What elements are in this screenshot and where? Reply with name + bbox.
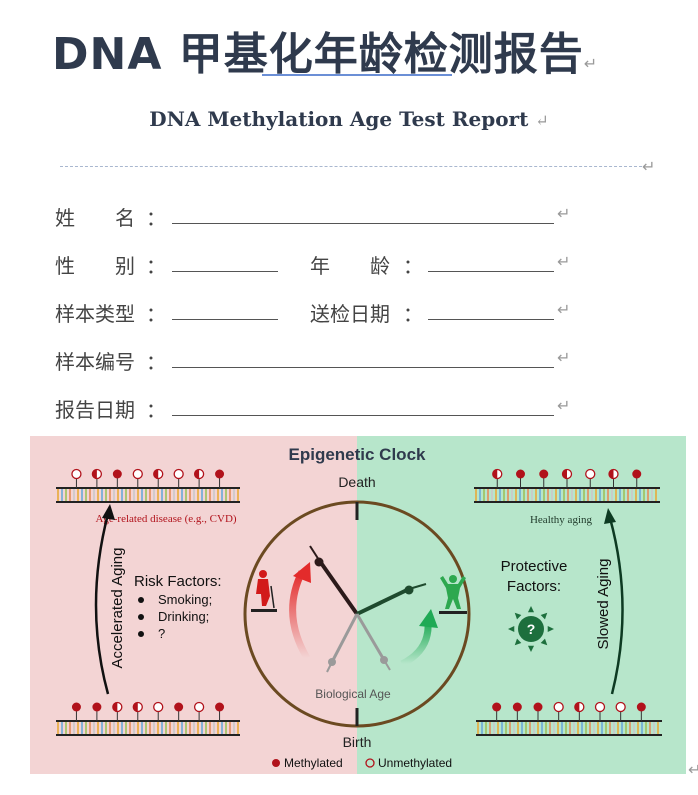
clock-hand-slowed-knob <box>404 585 414 595</box>
accelerated-arrowhead <box>293 562 311 583</box>
colon: ： <box>403 254 423 278</box>
healthy-aging-label: Healthy aging <box>530 514 593 526</box>
accelerated-aging-arrow <box>94 513 110 695</box>
unmethylated-legend-icon <box>365 758 375 768</box>
age-related-disease-label: Age-related disease (e.g., CVD) <box>95 513 236 525</box>
sample-no-label: 样本编号 <box>55 350 135 374</box>
colon: ： <box>403 302 423 326</box>
clock-hand-accelerated-knob <box>314 557 324 567</box>
submit-date-field[interactable] <box>428 319 554 320</box>
clock-hand-past-left <box>330 613 359 663</box>
report-date-label: 报告日期 <box>55 398 135 422</box>
paragraph-mark: ↵ <box>557 252 571 271</box>
paragraph-mark: ↵ <box>557 204 571 223</box>
dashed-divider <box>60 166 642 167</box>
dna-strand-young-left <box>56 701 240 736</box>
birth-label: Birth <box>343 734 372 750</box>
report-title-text: DNA 甲基化年龄检测报告 <box>52 29 584 80</box>
slowed-aging-arrow <box>608 517 624 695</box>
age-field[interactable] <box>428 271 554 272</box>
protective-factors-title-2: Factors: <box>507 578 561 595</box>
age-label: 年 龄 <box>310 254 390 278</box>
elderly-person-icon <box>251 570 277 612</box>
report-date-field[interactable] <box>172 415 554 416</box>
name-label: 姓 名 <box>55 206 135 230</box>
clock-hand-accelerated <box>317 558 359 616</box>
risk-item-drinking: Drinking; <box>158 609 209 624</box>
death-label: Death <box>338 474 375 490</box>
colon: ： <box>146 350 166 374</box>
gender-field[interactable] <box>172 271 278 272</box>
accelerated-rotation-arrow <box>289 570 311 660</box>
accelerated-aging-label: Accelerated Aging <box>109 548 126 669</box>
gender-label: 性 别 <box>55 254 135 278</box>
healthy-person-icon <box>439 575 467 614</box>
sample-type-label: 样本类型 <box>55 302 135 326</box>
clock-hand-past-left-tip <box>326 661 333 673</box>
report-subtitle-text: DNA Methylation Age Test Report <box>149 107 529 131</box>
protective-sun-icon <box>508 606 554 652</box>
risk-factors-title: Risk Factors: <box>134 573 222 590</box>
methylated-legend-label: Methylated <box>284 756 343 770</box>
clock-hand-past-right-tip <box>383 659 391 671</box>
paragraph-mark: ↵ <box>535 111 549 130</box>
protective-factors-title-1: Protective <box>501 558 568 575</box>
sample-no-field[interactable] <box>172 367 554 368</box>
sample-type-field[interactable] <box>172 319 278 320</box>
colon: ： <box>146 302 166 326</box>
dna-strand-aged <box>56 468 240 503</box>
dna-strand-healthy <box>474 468 660 503</box>
risk-item-unknown: ? <box>158 626 165 641</box>
clock: Death Birth Biological Age <box>243 474 471 750</box>
accelerated-aging-arrowhead <box>102 504 115 520</box>
biological-age-label: Biological Age <box>315 687 391 701</box>
bullet <box>138 597 144 603</box>
name-field[interactable] <box>172 223 554 224</box>
spellcheck-underline <box>262 74 452 76</box>
report-title: DNA 甲基化年龄检测报告↵ <box>52 18 598 82</box>
paragraph-mark: ↵ <box>688 760 698 779</box>
risk-item-smoking: Smoking; <box>158 592 212 607</box>
figure-title: Epigenetic Clock <box>289 445 427 464</box>
bullet <box>138 631 144 637</box>
paragraph-mark: ↵ <box>557 396 571 415</box>
submit-date-label: 送检日期 <box>310 302 390 326</box>
paragraph-mark: ↵ <box>557 300 571 319</box>
colon: ： <box>146 254 166 278</box>
epigenetic-clock-figure: Epigenetic Clock Death Birth Biological … <box>30 436 686 774</box>
report-subtitle: DNA Methylation Age Test Report ↵ <box>0 107 698 131</box>
clock-hand-past-right <box>355 613 386 661</box>
paragraph-mark: ↵ <box>583 54 599 73</box>
colon: ： <box>146 206 166 230</box>
paragraph-mark: ↵ <box>642 157 656 176</box>
protective-question-mark: ? <box>527 621 536 637</box>
paragraph-mark: ↵ <box>557 348 571 367</box>
bullet <box>138 614 144 620</box>
colon: ： <box>146 398 166 422</box>
slowed-arrowhead <box>419 609 438 628</box>
slowed-aging-arrowhead <box>604 508 616 524</box>
dna-strand-young-right <box>476 701 662 736</box>
clock-hand-slowed <box>356 587 410 616</box>
methylated-legend-icon <box>272 759 280 767</box>
right-panel <box>357 436 686 774</box>
slowed-aging-label: Slowed Aging <box>595 559 612 650</box>
unmethylated-legend-label: Unmethylated <box>378 756 452 770</box>
clock-hand-accelerated-tip <box>309 545 320 561</box>
